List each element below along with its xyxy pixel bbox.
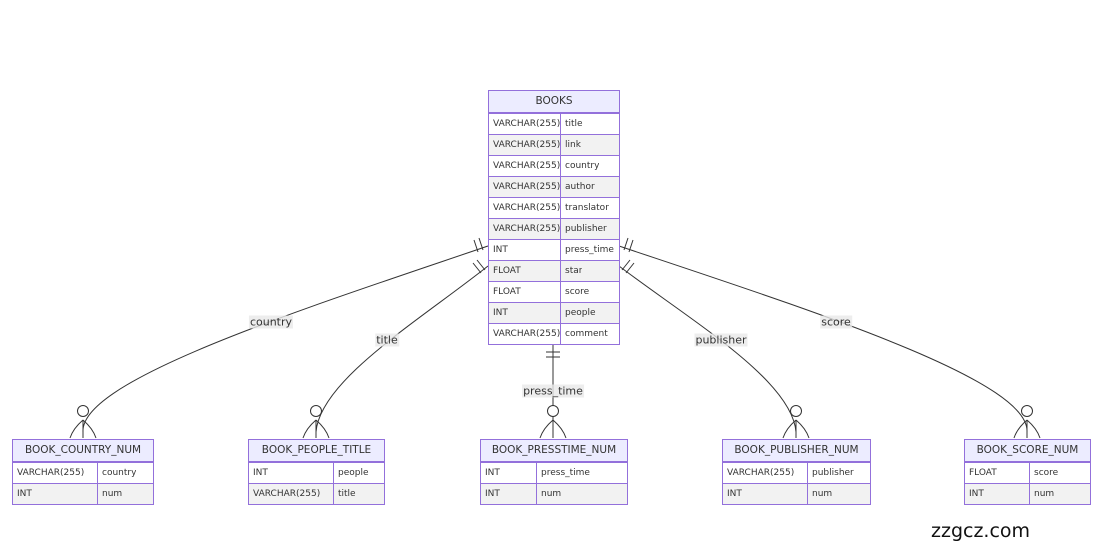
relation-label-publisher: publisher [694,333,748,347]
attribute-name: press_time [565,245,614,255]
attribute-type: INT [489,240,561,260]
attribute-name: country [565,161,600,171]
attribute-type: VARCHAR(255) [489,198,561,218]
attribute-row: VARCHAR(255) publisher [489,218,619,239]
relation-line-publisher [618,265,797,433]
attribute-name: publisher [565,224,607,234]
crowfoot-score [1013,405,1041,439]
one-marker-country [473,237,484,253]
attribute-type: VARCHAR(255) [723,463,808,483]
attribute-type: FLOAT [965,463,1030,483]
attribute-row: VARCHAR(255) country [13,462,153,483]
attribute-row: INT num [13,483,153,504]
attribute-name: num [812,489,833,499]
attribute-type: FLOAT [489,282,561,302]
attribute-row: FLOAT score [965,462,1090,483]
attribute-name: title [338,489,356,499]
attribute-row: INT press_time [489,239,619,260]
attribute-name: star [565,266,583,276]
entity-title: BOOK_PRESSTIME_NUM [481,440,627,462]
attribute-row: VARCHAR(255) title [489,113,619,134]
one-marker-title [472,259,486,274]
attribute-name: link [565,140,581,150]
attribute-row: INT people [249,462,384,483]
attribute-row: INT num [481,483,627,504]
relation-label-title: title [375,333,399,347]
entity-title: BOOK_SCORE_NUM [965,440,1090,462]
attribute-row: INT num [723,483,870,504]
entity-title: BOOK_PEOPLE_TITLE [249,440,384,462]
attribute-type: INT [965,484,1030,504]
attribute-row: VARCHAR(255) comment [489,323,619,344]
crowfoot-title [302,405,330,439]
attribute-row: VARCHAR(255) country [489,155,619,176]
attribute-name: num [541,489,562,499]
attribute-type: FLOAT [489,261,561,281]
entity-title: BOOK_COUNTRY_NUM [13,440,153,462]
attribute-row: INT people [489,302,619,323]
crowfoot-publisher [782,405,810,439]
attribute-row: FLOAT star [489,260,619,281]
attribute-type: VARCHAR(255) [489,219,561,239]
attribute-type: INT [13,484,98,504]
attribute-name: translator [565,203,609,213]
entity-title: BOOK_PUBLISHER_NUM [723,440,870,462]
attribute-type: VARCHAR(255) [249,484,334,504]
attribute-row: FLOAT score [489,281,619,302]
attribute-row: INT num [965,483,1090,504]
one-marker-press-time [546,351,560,358]
crowfoot-press-time [539,405,567,439]
relation-label-score: score [820,315,852,329]
attribute-name: num [102,489,123,499]
one-marker-publisher [621,259,635,274]
attribute-name: comment [565,329,608,339]
attribute-row: VARCHAR(255) title [249,483,384,504]
attribute-name: publisher [812,468,854,478]
relation-line-country [82,245,489,433]
attribute-name: num [1034,489,1055,499]
attribute-row: INT press_time [481,462,627,483]
attribute-name: people [338,468,369,478]
attribute-name: people [565,308,596,318]
attribute-row: VARCHAR(255) link [489,134,619,155]
attribute-name: title [565,119,583,129]
attribute-row: VARCHAR(255) publisher [723,462,870,483]
attribute-type: INT [481,484,537,504]
attribute-type: VARCHAR(255) [13,463,98,483]
attribute-name: author [565,182,595,192]
attribute-type: VARCHAR(255) [489,324,561,344]
attribute-name: country [102,468,137,478]
crowfoot-country [69,405,97,439]
attribute-name: score [565,287,590,297]
attribute-name: press_time [541,468,590,478]
attribute-row: VARCHAR(255) author [489,176,619,197]
attribute-row: VARCHAR(255) translator [489,197,619,218]
relation-line-title [315,265,489,433]
relation-line-score [618,245,1028,433]
attribute-type: INT [249,463,334,483]
relation-label-country: country [248,315,294,329]
relation-label-press-time: press_time [522,384,584,398]
attribute-type: VARCHAR(255) [489,114,561,134]
attribute-type: INT [489,303,561,323]
attribute-type: INT [723,484,808,504]
attribute-name: score [1034,468,1059,478]
attribute-type: VARCHAR(255) [489,177,561,197]
attribute-type: INT [481,463,537,483]
entity-title: BOOKS [489,91,619,113]
watermark-text: zzgcz.com [931,520,1031,542]
attribute-type: VARCHAR(255) [489,135,561,155]
attribute-type: VARCHAR(255) [489,156,561,176]
one-marker-score [623,237,634,253]
